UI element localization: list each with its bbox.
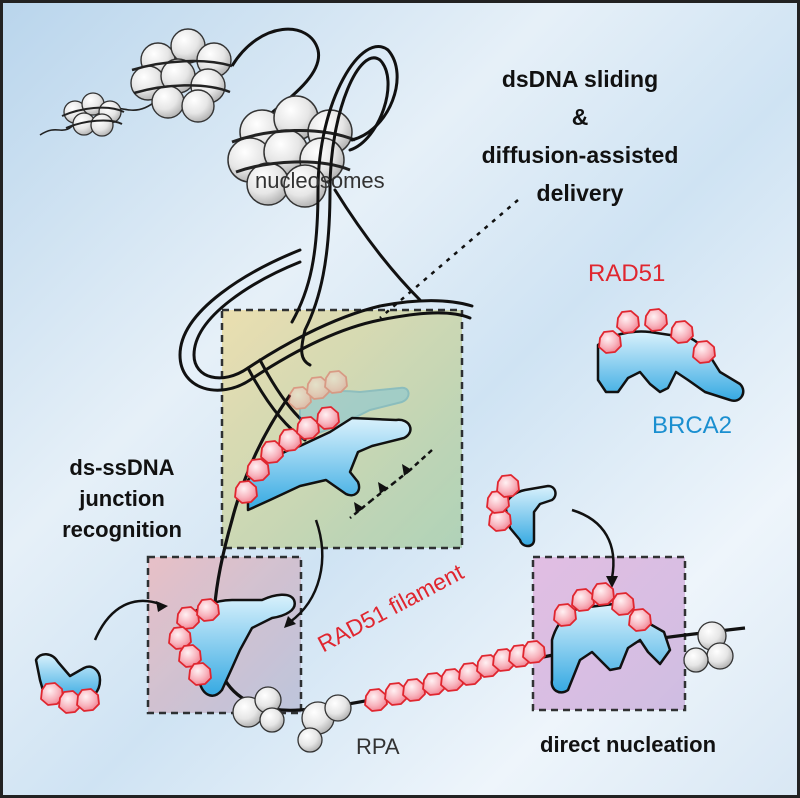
title-line-4: delivery — [536, 180, 624, 206]
rpa-cluster-1 — [232, 686, 285, 733]
junction-line-3: recognition — [62, 517, 182, 542]
rpa-cluster-2 — [297, 694, 352, 753]
dotted-guide — [379, 199, 519, 319]
rpa-cluster-3 — [683, 621, 734, 673]
brca2-label: BRCA2 — [652, 412, 733, 439]
direct-nucleation-label: direct nucleation — [540, 732, 717, 757]
brca2-rad51-small-complex — [486, 474, 557, 548]
sliding-arrowheads — [354, 464, 412, 514]
title-line-2: & — [571, 104, 589, 130]
arrow-yellow-to-pink — [289, 519, 324, 624]
brca2-rad51-pink-complex — [168, 593, 296, 697]
brca2-rad51-junction-complex — [234, 406, 412, 512]
nucleosome-small — [61, 92, 125, 137]
rpa-label: RPA — [356, 734, 400, 759]
junction-recognition-label: ds-ssDNA junction recognition — [42, 452, 202, 545]
brca2-rad51-nucleation-complex — [550, 582, 672, 694]
nucleosome-medium — [130, 28, 233, 123]
title-line-1: dsDNA sliding — [501, 66, 659, 92]
arrow-left-to-pink — [93, 599, 161, 641]
junction-line-1: ds-ssDNA — [69, 455, 175, 480]
mechanism-title: dsDNA sliding & diffusion-assisted deliv… — [470, 60, 690, 212]
arrow-to-purple — [571, 508, 615, 579]
title-line-3: diffusion-assisted — [481, 142, 679, 168]
nucleosomes-label: nucleosomes — [255, 168, 385, 193]
brca2-rad51-lower-left — [34, 653, 102, 714]
junction-line-2: junction — [79, 486, 165, 511]
brca2-rad51-free-complex — [596, 308, 745, 403]
rad51-label: RAD51 — [588, 260, 666, 287]
